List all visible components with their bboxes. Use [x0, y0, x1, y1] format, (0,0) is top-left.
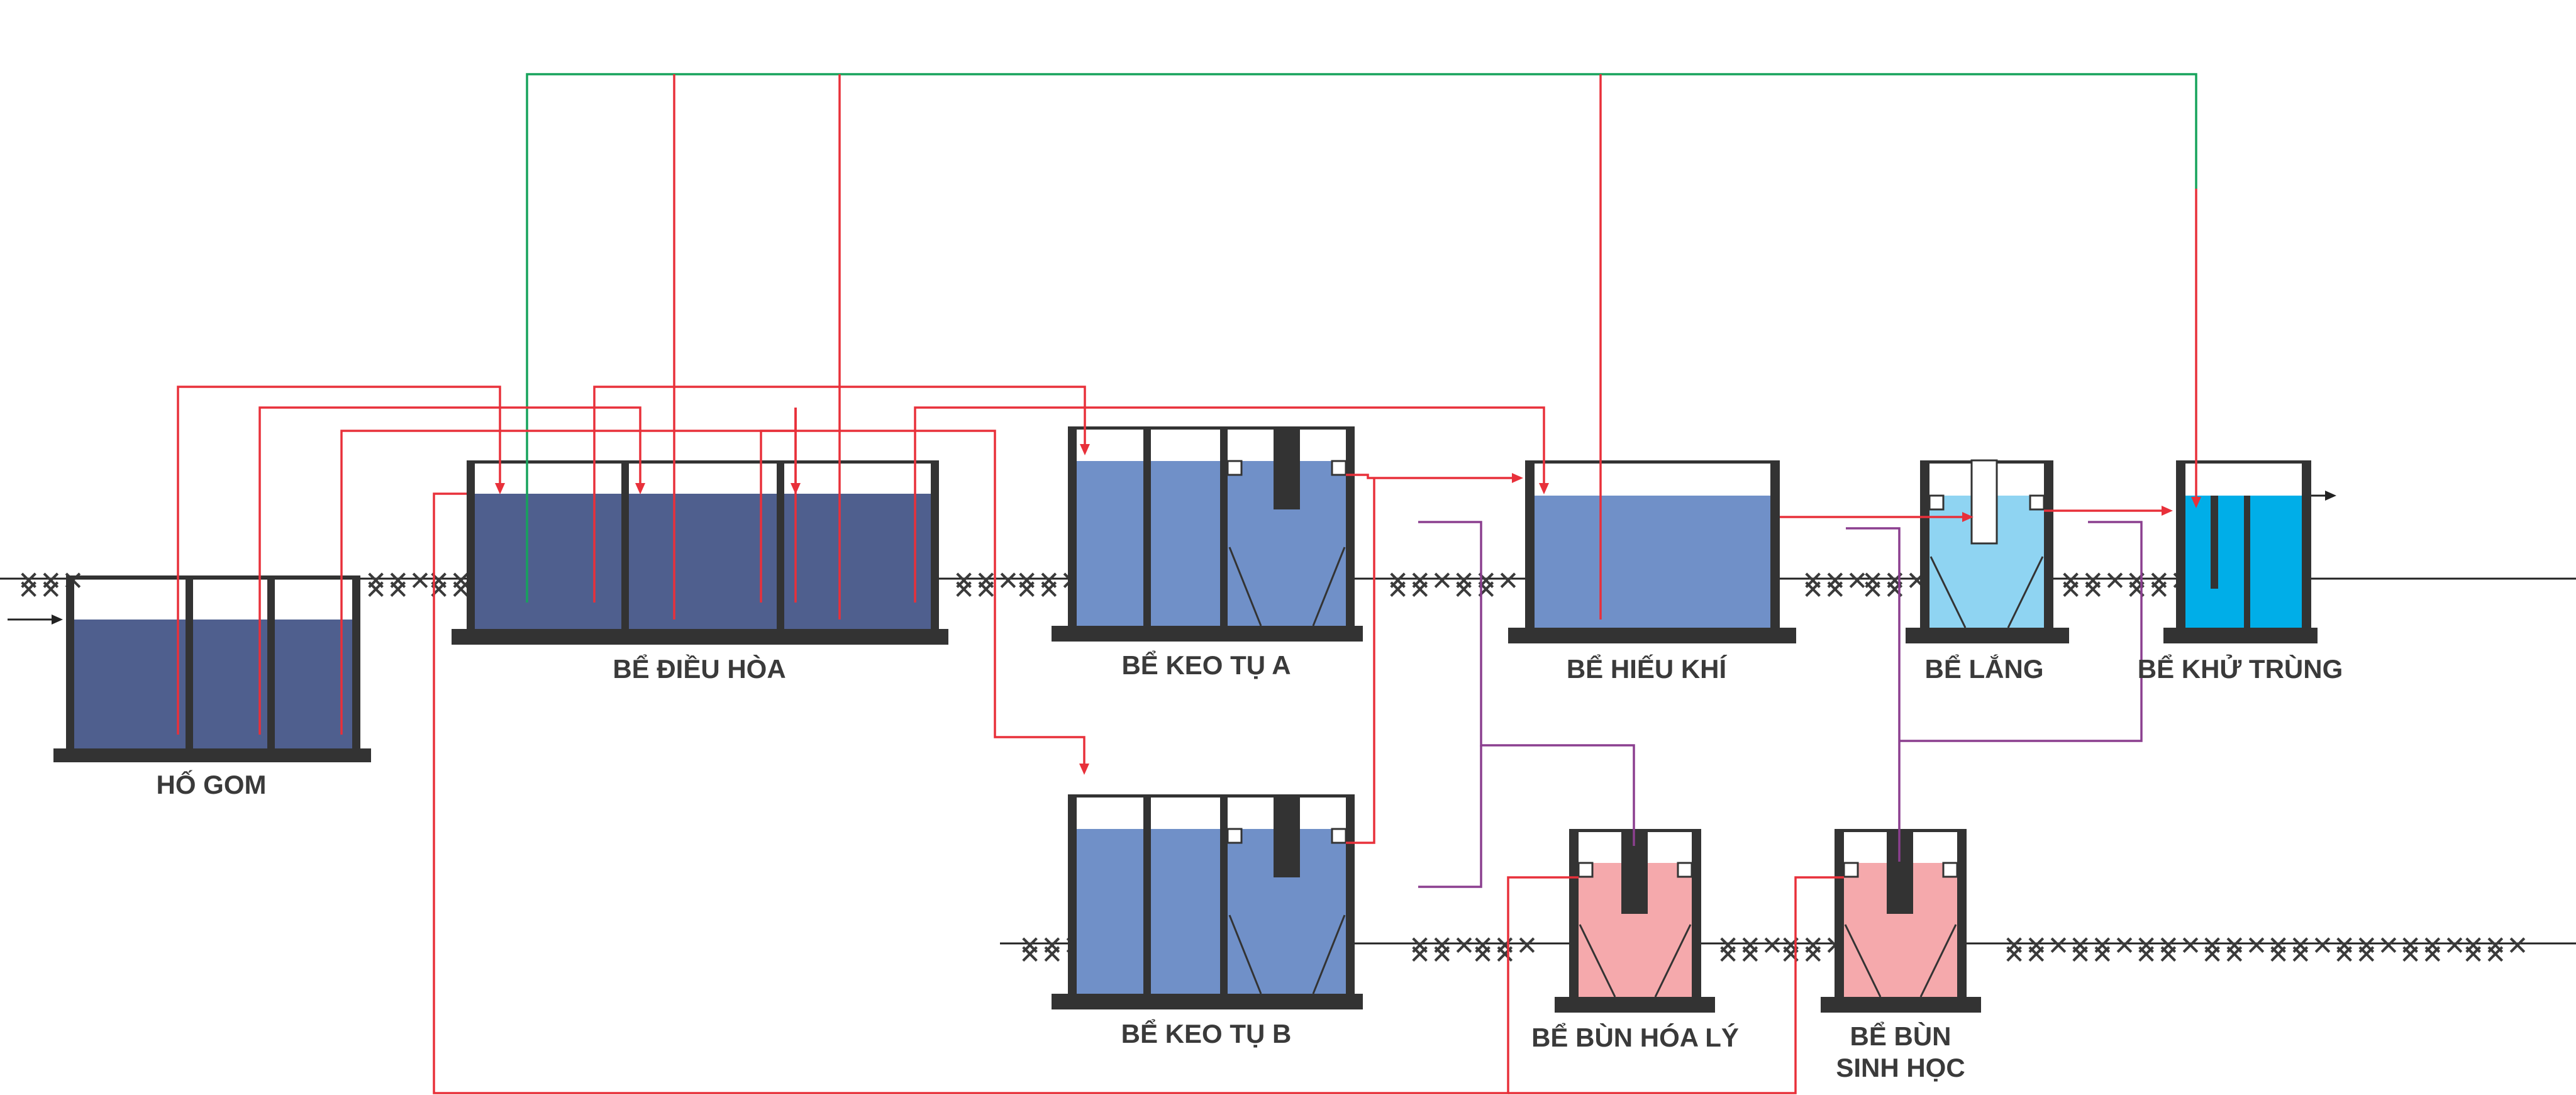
svg-text:✕✕: ✕✕ [1472, 940, 1516, 969]
svg-text:✕✕✕: ✕✕✕ [1802, 566, 1868, 596]
svg-text:✕✕✕: ✕✕✕ [2462, 931, 2529, 960]
inflow-arrow-icon [8, 614, 63, 625]
svg-text:✕✕✕: ✕✕✕ [1472, 931, 1538, 960]
label-be-bun-sinh-hoc-line2: SINH HỌC [1836, 1053, 1965, 1082]
outflow-arrow-icon [2311, 491, 2336, 501]
svg-text:✕✕: ✕✕ [2126, 575, 2170, 604]
svg-text:✕✕✕: ✕✕✕ [2201, 931, 2268, 960]
label-be-khu-trung: BỂ KHỬ TRÙNG [2138, 653, 2343, 684]
ground-hatch-marks: ✕✕✕✕✕ ✕✕✕✕✕ ✕✕✕✕✕ ✕✕✕✕✕ ✕✕✕✕✕ ✕✕✕✕✕ ✕✕✕✕… [18, 566, 2529, 969]
purple-sludge-keo-tu-b [1418, 745, 1482, 888]
water [1535, 496, 1770, 629]
svg-text:✕✕: ✕✕ [1802, 575, 1846, 604]
svg-text:✕✕: ✕✕ [1780, 940, 1824, 969]
svg-text:✕✕✕: ✕✕✕ [2333, 931, 2400, 960]
svg-text:✕✕✕: ✕✕✕ [2060, 566, 2126, 596]
water [1077, 829, 1346, 996]
water [2185, 496, 2302, 629]
svg-text:✕✕: ✕✕ [1453, 575, 1497, 604]
tank-be-dieu-hoa [452, 460, 948, 645]
svg-text:✕✕✕: ✕✕✕ [2135, 931, 2202, 960]
svg-text:✕✕: ✕✕ [2462, 940, 2506, 969]
label-be-dieu-hoa: BỂ ĐIỀU HÒA [613, 653, 786, 684]
tank-be-khu-trung [2163, 460, 2318, 643]
svg-text:✕✕: ✕✕ [2135, 940, 2179, 969]
red-sludge-return [433, 492, 1579, 1094]
svg-text:✕✕: ✕✕ [2201, 940, 2245, 969]
red-pump-3 [340, 430, 1085, 770]
red-keo-tu-b-outflow [1346, 478, 1375, 844]
label-be-keo-tu-a: BỂ KEO TỤ A [1121, 650, 1291, 680]
svg-text:✕✕✕: ✕✕✕ [1862, 566, 1928, 596]
svg-text:✕✕: ✕✕ [1409, 940, 1453, 969]
label-be-keo-tu-b: BỂ KEO TỤ B [1121, 1018, 1292, 1048]
tank-be-lang [1906, 459, 2069, 643]
purple-sludge-lang [1899, 521, 2143, 742]
red-pump-4 [593, 386, 1086, 603]
water [74, 620, 352, 753]
svg-text:✕✕: ✕✕ [1016, 575, 1060, 604]
red-pump-2 [258, 406, 641, 735]
svg-text:✕✕: ✕✕ [1717, 940, 1761, 969]
svg-text:✕✕✕: ✕✕✕ [2003, 931, 2070, 960]
svg-text:✕✕✕: ✕✕✕ [365, 566, 431, 596]
svg-text:✕✕✕: ✕✕✕ [2267, 931, 2334, 960]
svg-text:✕✕✕: ✕✕✕ [1453, 566, 1519, 596]
tank-be-bun-hoa-ly [1555, 829, 1715, 1013]
svg-text:✕✕: ✕✕ [2267, 940, 2311, 969]
svg-text:✕✕: ✕✕ [1387, 575, 1431, 604]
tank-be-hieu-khi [1508, 460, 1796, 643]
svg-text:✕✕✕: ✕✕✕ [953, 566, 1019, 596]
red-pump-9 [914, 406, 1545, 603]
svg-text:✕✕✕: ✕✕✕ [2069, 931, 2136, 960]
svg-text:✕✕: ✕✕ [2060, 575, 2104, 604]
water [475, 494, 931, 632]
label-be-bun-hoa-ly: BỂ BÙN HÓA LÝ [1531, 1022, 1739, 1052]
svg-text:✕✕: ✕✕ [953, 575, 997, 604]
svg-text:✕✕✕: ✕✕✕ [2399, 931, 2466, 960]
tank-be-keo-tu-a [1052, 426, 1363, 642]
green-air-line [526, 73, 2197, 603]
tank-be-bun-sinh-hoc [1821, 829, 1981, 1013]
svg-text:✕✕: ✕✕ [365, 575, 409, 604]
purple-sludge-hieu-khi [1846, 527, 1901, 862]
svg-text:✕✕✕: ✕✕✕ [1409, 931, 1475, 960]
tank-be-keo-tu-b [1052, 794, 1363, 1009]
svg-text:✕✕✕: ✕✕✕ [1717, 931, 1784, 960]
label-be-hieu-khi: BỂ HIẾU KHÍ [1567, 653, 1728, 684]
label-ho-gom: HỐ GOM [157, 769, 267, 799]
svg-text:✕✕: ✕✕ [2333, 940, 2377, 969]
svg-text:✕✕✕: ✕✕✕ [1387, 566, 1453, 596]
red-sludge-return-2 [1508, 876, 1844, 1094]
tank-ho-gom [53, 575, 371, 762]
water [1077, 461, 1346, 628]
svg-text:✕✕: ✕✕ [2003, 940, 2047, 969]
label-be-bun-sinh-hoc-line1: BỂ BÙN [1850, 1021, 1951, 1051]
red-pump-1 [177, 386, 501, 735]
svg-text:✕✕: ✕✕ [2399, 940, 2443, 969]
label-be-lang: BỂ LẮNG [1925, 653, 2044, 684]
svg-text:✕✕: ✕✕ [18, 575, 62, 604]
svg-text:✕✕: ✕✕ [2069, 940, 2113, 969]
svg-text:✕✕: ✕✕ [1019, 940, 1063, 969]
red-keo-tu-a-outflow [1346, 474, 1514, 479]
